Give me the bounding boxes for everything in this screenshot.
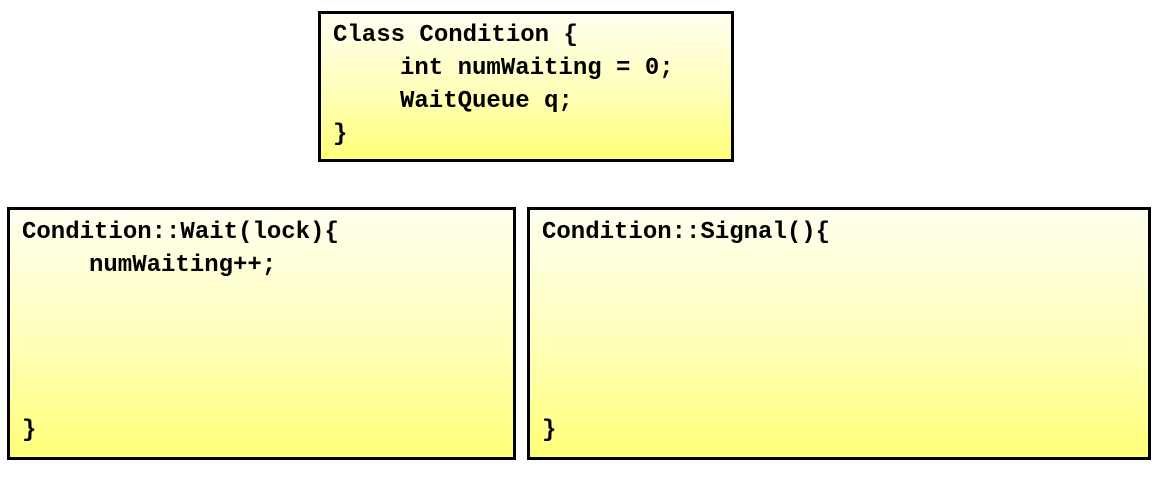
wait-method-box: Condition::Wait(lock){ numWaiting++; } (7, 207, 516, 460)
class-definition-box: Class Condition { int numWaiting = 0; Wa… (318, 11, 734, 162)
wait-method-header: Condition::Wait(lock){ (22, 219, 339, 246)
wait-method-body-line: numWaiting++; (89, 252, 277, 279)
class-closing-brace: } (333, 121, 348, 148)
wait-method-closing-brace: } (22, 417, 37, 444)
signal-method-box: Condition::Signal(){ } (527, 207, 1151, 460)
class-header-line: Class Condition { (333, 22, 578, 49)
wait-queue-field-line: WaitQueue q; (400, 88, 573, 115)
signal-method-closing-brace: } (542, 417, 557, 444)
signal-method-header: Condition::Signal(){ (542, 219, 831, 246)
num-waiting-field-line: int numWaiting = 0; (400, 55, 674, 82)
